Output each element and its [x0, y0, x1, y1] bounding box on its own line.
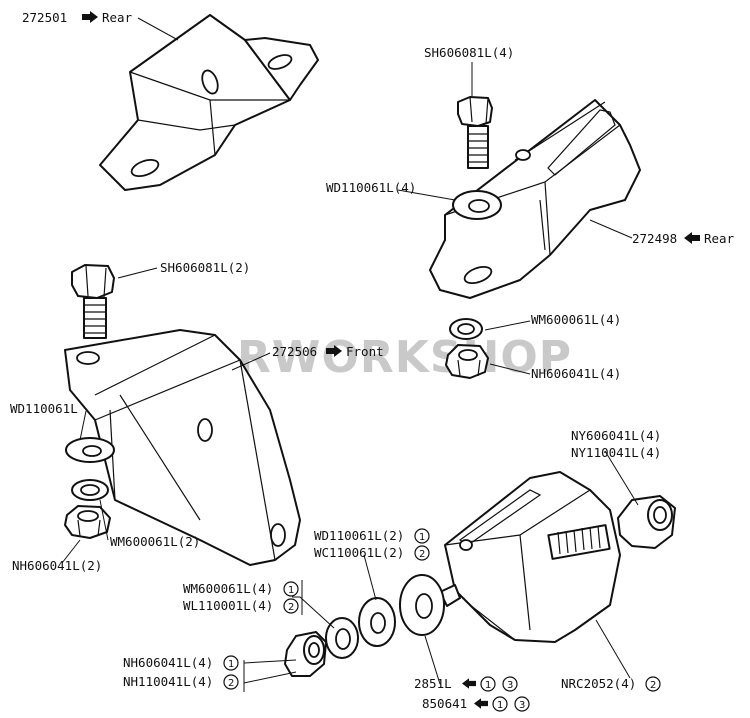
callout-3: 3: [507, 680, 513, 691]
label-ny2: NY110041L(4): [571, 445, 661, 460]
spring-washer-bottom: [325, 617, 359, 659]
washer-wd-bottom: [358, 597, 396, 647]
callout-2: 2: [419, 549, 425, 560]
rubber-mount-nrc2052: [439, 471, 621, 643]
label-272501-dir: Rear: [102, 10, 133, 25]
label-272498-dir: Rear: [704, 231, 735, 246]
arrow-left-icon: [474, 698, 488, 709]
label-wm-left: WM600061L(2): [110, 534, 200, 549]
label-272506-dir: Front: [346, 344, 384, 359]
label-272506: 272506: [272, 344, 317, 359]
nyloc-nut: [617, 495, 676, 549]
label-nh-left: NH606041L(2): [12, 558, 102, 573]
label-sh-top: SH606081L(4): [424, 45, 514, 60]
arrow-left-icon: [684, 232, 700, 244]
label-wc-bottom: WC110061L(2): [314, 545, 404, 560]
label-sh-left: SH606081L(2): [160, 260, 250, 275]
bracket-272501: [99, 14, 319, 191]
label-nh-top: NH606041L(4): [531, 366, 621, 381]
label-wm-bottom: WM600061L(4): [183, 581, 273, 596]
callout-1: 1: [288, 585, 294, 596]
bracket-272506: [64, 329, 301, 566]
label-ny1: NY606041L(4): [571, 428, 661, 443]
leader-lines: [61, 17, 639, 692]
bolt-top: [457, 96, 493, 169]
callout-3: 3: [519, 700, 525, 711]
nut-top: [445, 344, 489, 379]
label-wd-bottom: WD110061L(2): [314, 528, 404, 543]
label-nh-bottom2: NH110041L(4): [123, 674, 213, 689]
callout-2: 2: [288, 602, 294, 613]
arrow-left-icon: [462, 678, 476, 689]
labels: 272501 Rear SH606081L(4) WD110061L(4) 27…: [10, 10, 735, 712]
washer-top: [452, 190, 502, 220]
spring-washer-top: [449, 318, 483, 340]
label-850641: 850641: [422, 696, 467, 711]
watermark-text: LRWORKSHOP: [208, 332, 572, 383]
washer-large-2851: [399, 574, 445, 636]
callout-1: 1: [228, 659, 234, 670]
label-wm-top: WM600061L(4): [531, 312, 621, 327]
nut-bottom: [284, 631, 327, 677]
callout-1: 1: [497, 700, 503, 711]
label-wd-left: WD110061L: [10, 401, 78, 416]
callout-1: 1: [485, 680, 491, 691]
label-272501: 272501: [22, 10, 67, 25]
label-272498: 272498: [632, 231, 677, 246]
nut-left: [64, 505, 111, 539]
label-2851: 2851L: [414, 676, 452, 691]
spring-washer-left: [71, 479, 109, 501]
arrow-right-icon: [82, 11, 98, 23]
label-nrc: NRC2052(4): [561, 676, 636, 691]
label-wd-top: WD110061L(4): [326, 180, 416, 195]
bolt-left: [71, 264, 115, 339]
washer-left: [65, 437, 115, 463]
label-nh-bottom1: NH606041L(4): [123, 655, 213, 670]
callout-2: 2: [650, 680, 656, 691]
callout-1: 1: [419, 532, 425, 543]
callout-2: 2: [228, 678, 234, 689]
label-wl-bottom: WL110001L(4): [183, 598, 273, 613]
